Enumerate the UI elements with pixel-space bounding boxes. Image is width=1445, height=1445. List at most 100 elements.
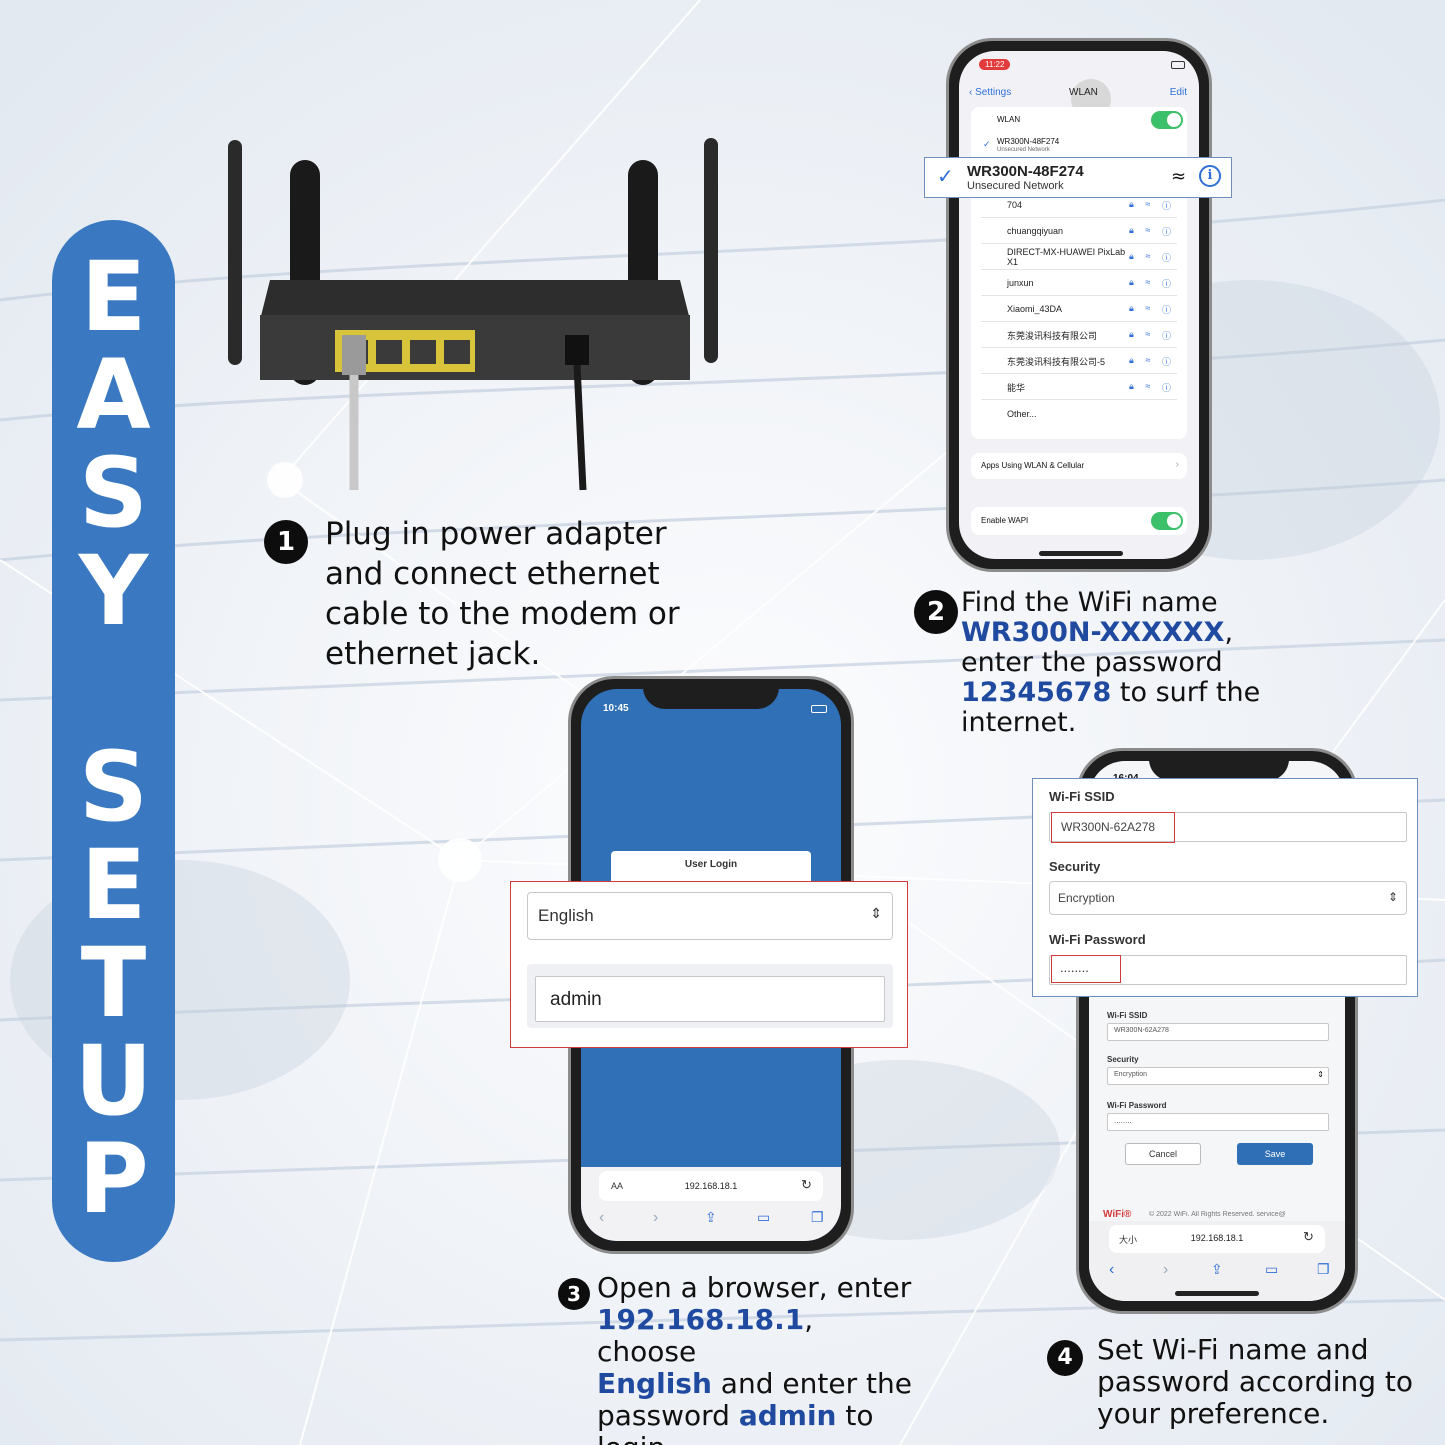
ssid-input-small[interactable]: WR300N-62A278 — [1107, 1023, 1329, 1041]
language-value: English — [538, 906, 594, 925]
ssid-label-small: Wi-Fi SSID — [1107, 1011, 1148, 1020]
step-2-comma: , — [1224, 617, 1234, 648]
network-name: chuangqiyuan — [1007, 226, 1064, 236]
user-login-title: User Login — [684, 859, 738, 870]
save-button[interactable]: Save — [1237, 1143, 1313, 1165]
battery-icon — [811, 705, 827, 713]
back-icon[interactable]: ‹ — [599, 1209, 605, 1226]
network-row[interactable]: junxun🔒︎≈ⓘ — [981, 271, 1177, 296]
login-callout: English ⇕ admin — [510, 881, 908, 1048]
tabs-icon[interactable]: ❐ — [811, 1209, 824, 1225]
share-icon[interactable]: ⇪ — [1211, 1261, 1223, 1277]
language-select[interactable]: English ⇕ — [527, 892, 893, 940]
banner-letter: T — [80, 927, 147, 1039]
wlan-title: WLAN — [1069, 87, 1098, 98]
cancel-button[interactable]: Cancel — [1125, 1143, 1201, 1165]
ssid-highlight: WR300N-XXXXXX — [961, 617, 1225, 648]
reload-icon[interactable]: ↻ — [801, 1177, 812, 1192]
ssid-input[interactable] — [1049, 812, 1407, 842]
step-1-text: Plug in power adapter and connect ethern… — [325, 516, 680, 672]
password-value-small: ........ — [1114, 1116, 1132, 1125]
wlan-toggle[interactable] — [1151, 111, 1183, 129]
easy-setup-banner: E A S Y S E T U P — [52, 220, 175, 1262]
edit-link[interactable]: Edit — [1169, 87, 1187, 98]
info-icon[interactable]: ⓘ — [1161, 382, 1171, 393]
ip-highlight: 192.168.18.1 — [597, 1303, 805, 1336]
network-row[interactable]: chuangqiyuan🔒︎≈ⓘ — [981, 219, 1177, 244]
password-input[interactable]: admin — [535, 976, 885, 1022]
other-network-row[interactable]: Other... — [981, 401, 1177, 426]
tabs-icon[interactable]: ❐ — [1317, 1261, 1330, 1277]
step-2-line: enter the password — [961, 647, 1223, 678]
banner-letter: Y — [78, 535, 149, 647]
password-input[interactable] — [1049, 955, 1407, 985]
select-arrows-icon: ⇕ — [1317, 1070, 1324, 1079]
security-select-small[interactable]: Encryption⇕ — [1107, 1067, 1329, 1085]
connected-network-name[interactable]: WR300N-48F274 — [997, 137, 1060, 146]
info-icon[interactable]: ⓘ — [1161, 226, 1171, 237]
wifi-settings-callout: Wi-Fi SSID WR300N-62A278 Security Encryp… — [1032, 778, 1418, 997]
home-indicator — [1175, 1291, 1259, 1296]
wifi-icon: ≈ — [1145, 250, 1151, 261]
info-icon[interactable]: ⓘ — [1161, 356, 1171, 367]
step-3-line: and enter the — [711, 1367, 912, 1400]
network-name: 东莞浚讯科技有限公司 — [1007, 330, 1098, 341]
select-arrows-icon: ⇕ — [870, 905, 882, 921]
forward-icon[interactable]: › — [1163, 1261, 1169, 1278]
network-callout[interactable]: ✓ WR300N-48F274 Unsecured Network ≈ i — [924, 157, 1232, 198]
security-select[interactable]: Encryption ⇕ — [1049, 881, 1407, 915]
reload-icon[interactable]: ↻ — [1303, 1229, 1314, 1244]
admin-highlight: admin — [738, 1399, 837, 1432]
wifi-icon: ≈ — [1145, 328, 1151, 339]
network-name: DIRECT-MX-HUAWEI PixLab X1 — [1007, 247, 1126, 267]
wifi-icon: ≈ — [1145, 224, 1151, 235]
network-name: junxun — [1007, 278, 1034, 288]
status-time: 10:45 — [603, 703, 629, 714]
url-field[interactable]: 192.168.18.1 — [684, 1181, 738, 1191]
share-icon[interactable]: ⇪ — [705, 1209, 717, 1225]
step-2-text: Find the WiFi name WR300N-XXXXXX, enter … — [961, 588, 1261, 738]
step-2-number: 2 — [914, 590, 958, 634]
ssid-highlight-box: WR300N-62A278 — [1051, 812, 1175, 843]
info-icon[interactable]: ⓘ — [1161, 200, 1171, 211]
network-row[interactable]: DIRECT-MX-HUAWEI PixLab X1🔒︎≈ⓘ — [981, 245, 1177, 270]
info-icon[interactable]: ⓘ — [1161, 278, 1171, 289]
info-icon[interactable]: i — [1199, 165, 1221, 187]
bookmarks-icon[interactable]: ▭ — [1265, 1261, 1279, 1277]
text-size-button[interactable]: AA — [611, 1181, 624, 1191]
password-value: admin — [550, 989, 602, 1010]
apps-using-wlan-link[interactable]: Apps Using WLAN & Cellular — [981, 461, 1085, 470]
other-label: Other... — [1007, 408, 1037, 419]
language-highlight: English — [597, 1367, 712, 1400]
forward-icon[interactable]: › — [653, 1209, 659, 1226]
info-icon[interactable]: ⓘ — [1161, 252, 1171, 263]
network-row[interactable]: 东莞浚讯科技有限公司-5🔒︎≈ⓘ — [981, 349, 1177, 374]
enable-wapi-label: Enable WAPI — [981, 516, 1029, 525]
bookmarks-icon[interactable]: ▭ — [757, 1209, 771, 1225]
banner-letter: S — [78, 731, 149, 843]
ssid-label: Wi-Fi SSID — [1049, 789, 1115, 804]
url-field[interactable]: 192.168.18.1 — [1190, 1233, 1244, 1243]
text-size-button[interactable]: 大小 — [1119, 1235, 1138, 1245]
network-row[interactable]: 704🔒︎≈ⓘ — [981, 193, 1177, 218]
step-3-number: 3 — [558, 1278, 590, 1310]
network-name: 东莞浚讯科技有限公司-5 — [1007, 356, 1106, 367]
back-settings-link[interactable]: ‹ Settings — [969, 87, 1012, 98]
wlan-label: WLAN — [997, 115, 1021, 124]
step-3-line: to — [836, 1399, 874, 1432]
connected-network-sub: Unsecured Network — [997, 147, 1050, 153]
ssid-value-small: WR300N-62A278 — [1114, 1027, 1169, 1034]
banner-letter: E — [80, 241, 147, 353]
password-input-small[interactable]: ........ — [1107, 1113, 1329, 1131]
wapi-toggle[interactable] — [1151, 512, 1183, 530]
step-3-line: login. — [597, 1432, 917, 1445]
back-icon[interactable]: ‹ — [1109, 1261, 1115, 1278]
info-icon[interactable]: ⓘ — [1161, 304, 1171, 315]
step-2-line: Find the WiFi name — [961, 587, 1218, 618]
network-row[interactable]: 东莞浚讯科技有限公司🔒︎≈ⓘ — [981, 323, 1177, 348]
back-label: Settings — [975, 87, 1012, 98]
info-icon[interactable]: ⓘ — [1161, 330, 1171, 341]
wifi-icon: ≈ — [1145, 354, 1151, 365]
network-row[interactable]: Xiaomi_43DA🔒︎≈ⓘ — [981, 297, 1177, 322]
network-row[interactable]: 能华🔒︎≈ⓘ — [981, 375, 1177, 400]
